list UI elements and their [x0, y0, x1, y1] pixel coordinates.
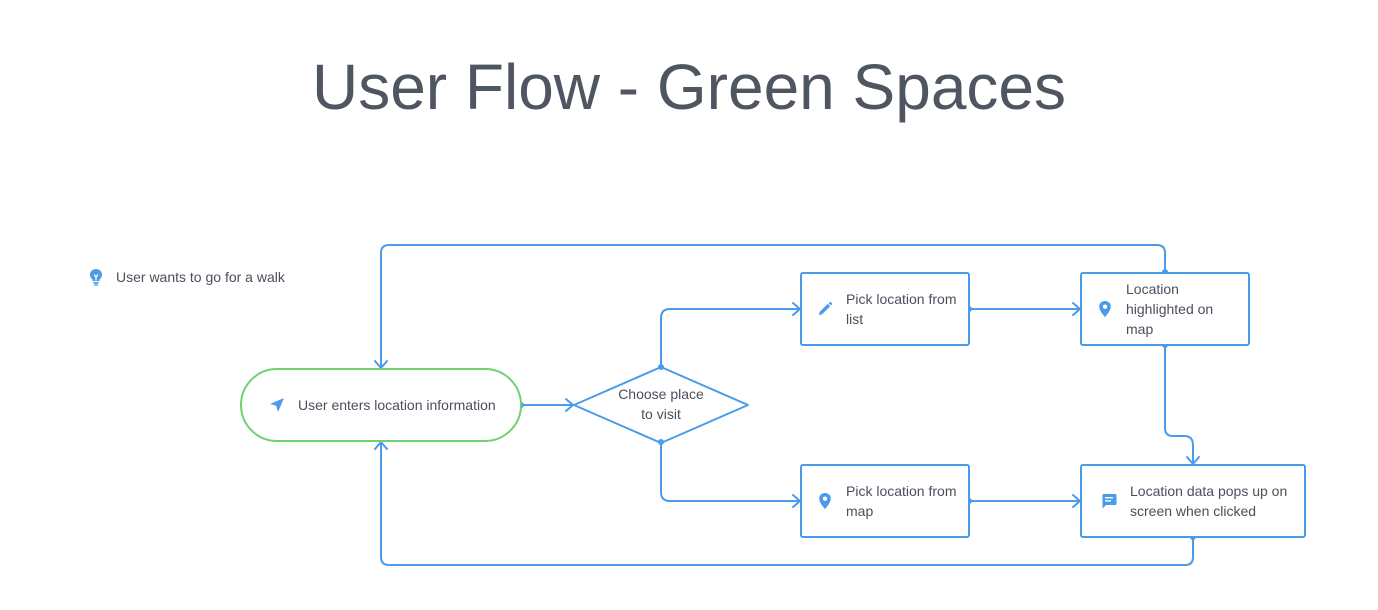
popup-label: Location data pops up on screen when cli… — [1130, 483, 1288, 519]
pick-map-label: Pick location from map — [846, 483, 957, 519]
highlight-node[interactable]: Location highlighted on map — [1080, 272, 1250, 346]
port-dot — [658, 364, 664, 370]
decision-node-label[interactable]: Choose place to visit — [574, 384, 748, 424]
page-title: User Flow - Green Spaces — [311, 51, 1067, 123]
navigation-arrow-icon — [268, 396, 286, 414]
message-icon — [1100, 492, 1118, 510]
connector-highlight-loop-to-start — [380, 244, 1166, 368]
decision-label-line1: Choose place — [618, 386, 704, 402]
map-pin-icon — [1096, 300, 1114, 318]
annotation-text: User wants to go for a walk — [116, 269, 285, 285]
connector-highlight-to-popup — [1164, 344, 1194, 464]
pencil-icon — [816, 300, 834, 318]
pick-list-label: Pick location from list — [846, 291, 957, 327]
start-node[interactable]: User enters location information — [240, 368, 522, 442]
connector-decision-to-pick-map — [660, 441, 800, 502]
connector-decision-to-pick-list — [660, 308, 800, 368]
decision-label-line2: to visit — [641, 406, 681, 422]
popup-node[interactable]: Location data pops up on screen when cli… — [1080, 464, 1306, 538]
start-node-label: User enters location information — [298, 397, 496, 413]
annotation-note[interactable]: User wants to go for a walk — [86, 266, 285, 288]
pick-list-node[interactable]: Pick location from list — [800, 272, 970, 346]
port-dot — [658, 439, 664, 445]
connector-popup-loop-to-start — [380, 442, 1194, 566]
map-pin-icon — [816, 492, 834, 510]
decision-diamond — [573, 366, 749, 444]
arrowhead-loop-to-start-bottom — [374, 441, 388, 450]
highlight-label: Location highlighted on map — [1126, 281, 1214, 337]
pick-map-node[interactable]: Pick location from map — [800, 464, 970, 538]
lightbulb-icon — [86, 267, 106, 287]
